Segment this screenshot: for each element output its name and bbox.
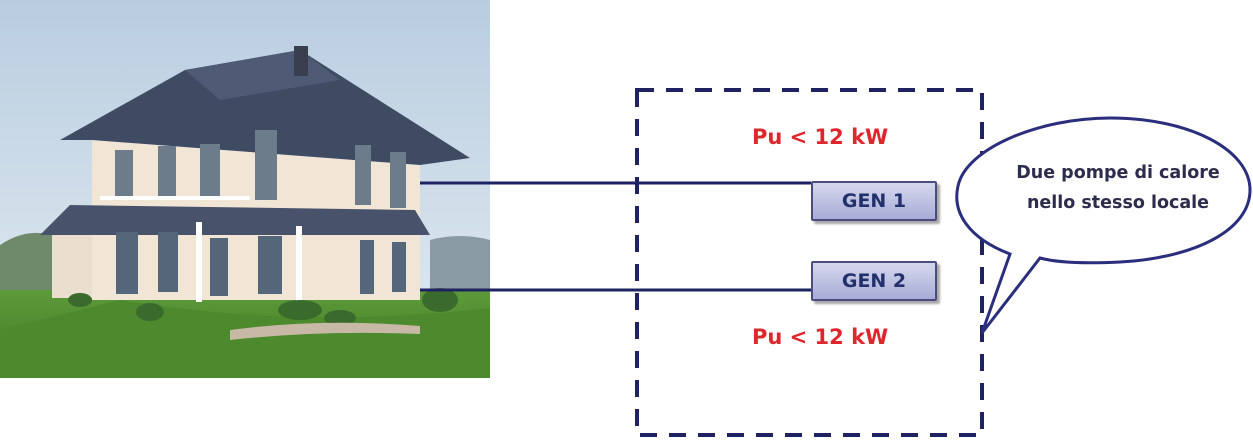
upper-windows xyxy=(115,130,406,208)
callout-line-2: nello stesso locale xyxy=(1026,193,1210,213)
callout-bubble xyxy=(955,116,1252,334)
lawn-front xyxy=(0,300,490,378)
power-label-gen-2: Pu < 12 kW xyxy=(752,325,889,349)
house-roof xyxy=(60,50,470,165)
garden-shrubs xyxy=(68,288,458,326)
callout-line-1: Due pompe di calore xyxy=(1016,163,1220,183)
porch-columns xyxy=(196,222,302,302)
background-building xyxy=(430,236,490,300)
generator-label-gen-2: GEN 2 xyxy=(841,270,907,292)
background-trees xyxy=(0,232,60,290)
generator-box-gen-1: GEN 1 xyxy=(811,181,937,221)
chimney xyxy=(294,46,308,76)
house-photo xyxy=(0,0,490,378)
house-side-wall xyxy=(52,232,92,298)
callout-text: Due pompe di calore nello stesso locale xyxy=(986,158,1250,218)
porch-roof xyxy=(40,205,430,235)
lower-windows xyxy=(116,232,406,296)
balcony-rail xyxy=(100,196,250,200)
garden-path xyxy=(230,322,420,340)
power-label-gen-1: Pu < 12 kW xyxy=(752,125,889,149)
generator-box-gen-2: GEN 2 xyxy=(811,261,937,301)
generator-label-gen-1: GEN 1 xyxy=(841,190,907,212)
